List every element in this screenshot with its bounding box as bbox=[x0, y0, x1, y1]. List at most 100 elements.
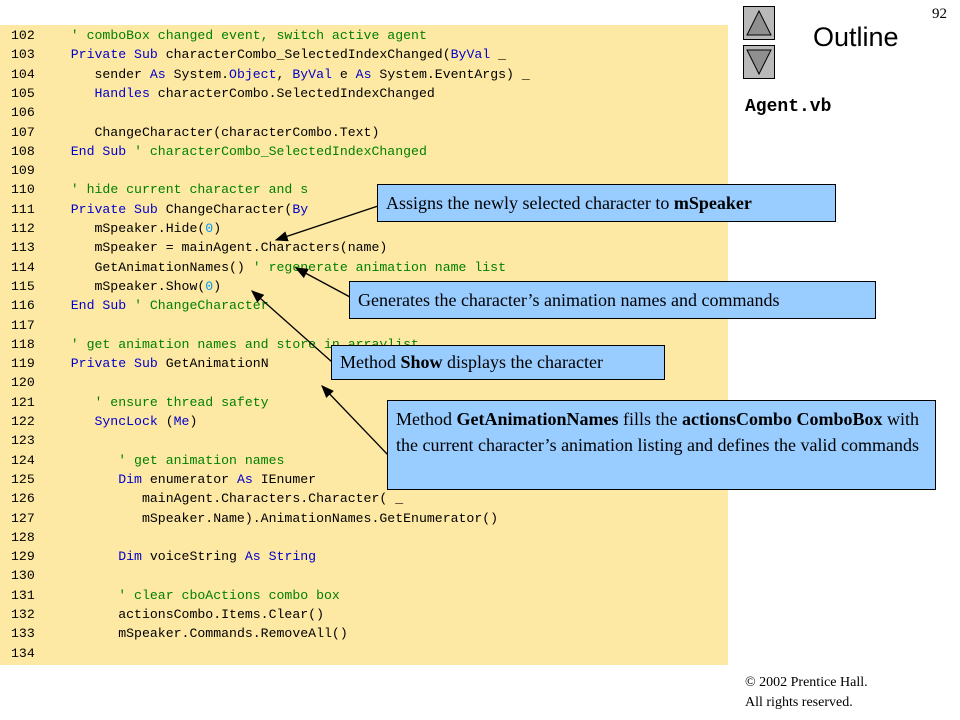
previous-slide-button[interactable] bbox=[743, 6, 775, 40]
line-number: 111 bbox=[11, 201, 35, 217]
line-number: 133 bbox=[11, 626, 35, 642]
line-number: 105 bbox=[11, 85, 35, 101]
code-token: e bbox=[331, 66, 356, 82]
code-token: characterCombo_SelectedIndexChanged( bbox=[157, 47, 451, 63]
code-token: By bbox=[292, 201, 309, 217]
callout-text: Generates the character’s animation name… bbox=[358, 290, 780, 310]
callout-text: with the current character’s animation l… bbox=[396, 409, 920, 455]
line-number: 108 bbox=[11, 143, 35, 159]
code-token: 0 bbox=[205, 278, 214, 294]
code-token: ) bbox=[213, 221, 222, 236]
line-number: 125 bbox=[11, 471, 35, 487]
code-line: 125 Dim enumerator As IEnumer bbox=[11, 470, 316, 489]
callout-text: Show bbox=[400, 352, 443, 372]
code-token: mSpeaker.Commands.RemoveAll() bbox=[118, 626, 348, 642]
line-number: 114 bbox=[11, 259, 35, 275]
line-number: 130 bbox=[11, 568, 35, 584]
line-number: 106 bbox=[11, 105, 35, 121]
line-number: 120 bbox=[11, 375, 35, 391]
code-token: ChangeCharacter(characterCombo.Text) bbox=[94, 124, 380, 140]
code-line: 105 Handles characterCombo.SelectedIndex… bbox=[11, 84, 435, 103]
callout-text: displays the character bbox=[442, 352, 603, 372]
code-token: As bbox=[236, 471, 253, 487]
code-token: Handles bbox=[94, 85, 150, 101]
code-line: 128 bbox=[11, 528, 47, 547]
line-number: 118 bbox=[11, 336, 35, 352]
file-name: Agent.vb bbox=[745, 97, 832, 117]
code-line: 106 bbox=[11, 103, 47, 122]
code-token: Private Sub bbox=[70, 201, 158, 217]
code-line: 124 ' get animation names bbox=[11, 451, 284, 470]
triangle-up-icon bbox=[746, 9, 772, 36]
next-slide-button[interactable] bbox=[743, 45, 775, 79]
code-token: ' ensure thread safety bbox=[94, 394, 269, 410]
line-number: 112 bbox=[11, 221, 35, 236]
code-line: 132 actionsCombo.Items.Clear() bbox=[11, 605, 324, 624]
callout-text: Assigns the newly selected character to bbox=[386, 193, 674, 213]
code-line: 103 Private Sub characterCombo_SelectedI… bbox=[11, 45, 506, 64]
callout-show-method: Method Show displays the character bbox=[331, 345, 665, 380]
line-number: 131 bbox=[11, 587, 35, 603]
line-number: 132 bbox=[11, 607, 35, 622]
triangle-down-icon bbox=[746, 49, 772, 76]
code-token: As bbox=[355, 66, 372, 82]
code-line: 119 Private Sub GetAnimationN bbox=[11, 354, 269, 373]
code-line: 117 bbox=[11, 316, 47, 335]
line-number: 119 bbox=[11, 356, 35, 372]
line-number: 121 bbox=[11, 394, 35, 410]
code-token: Me bbox=[173, 414, 190, 429]
copyright: © 2002 Prentice Hall. All rights reserve… bbox=[745, 673, 868, 713]
code-line: 110 ' hide current character and s bbox=[11, 180, 308, 199]
code-line: 129 Dim voiceString As String bbox=[11, 547, 316, 566]
code-token: 0 bbox=[205, 221, 214, 236]
code-line: 116 End Sub ' ChangeCharacter bbox=[11, 296, 269, 315]
code-token: ' get animation names bbox=[118, 452, 285, 468]
code-token: voiceString bbox=[141, 549, 245, 565]
code-line: 120 bbox=[11, 373, 47, 392]
line-number: 116 bbox=[11, 298, 35, 314]
code-token: ChangeCharacter( bbox=[157, 201, 293, 217]
code-token: As bbox=[149, 66, 166, 82]
code-token: Dim bbox=[118, 471, 142, 487]
code-token: IEnumer bbox=[252, 471, 317, 487]
code-token: mSpeaker = mainAgent.Characters(name) bbox=[94, 240, 388, 256]
code-token: mSpeaker.Name).AnimationNames.GetEnumera… bbox=[141, 510, 499, 526]
arrow-show bbox=[251, 290, 333, 363]
code-line: 104 sender As System.Object, ByVal e As … bbox=[11, 65, 530, 84]
code-token: ' comboBox changed event, switch active … bbox=[70, 28, 427, 43]
code-token: System.EventArgs) _ bbox=[371, 66, 530, 82]
callout-getanimationnames-method: Method GetAnimationNames fills the actio… bbox=[387, 400, 936, 490]
code-token: End Sub bbox=[70, 143, 127, 159]
code-token: Dim bbox=[118, 549, 142, 565]
line-number: 122 bbox=[11, 414, 35, 429]
code-token: actionsCombo.Items.Clear() bbox=[118, 607, 324, 622]
line-number: 104 bbox=[11, 66, 35, 82]
line-number: 103 bbox=[11, 47, 35, 63]
code-token: Private Sub bbox=[70, 356, 158, 372]
code-token: SyncLock bbox=[94, 414, 158, 429]
line-number: 134 bbox=[11, 645, 35, 661]
code-line: 109 bbox=[11, 161, 47, 180]
code-token: System. bbox=[165, 66, 230, 82]
code-token: mainAgent.Characters.Character( _ bbox=[141, 491, 404, 507]
code-token: mSpeaker.Hide( bbox=[94, 221, 206, 236]
code-token: ' ChangeCharacter bbox=[126, 298, 269, 314]
code-line: 130 bbox=[11, 566, 47, 585]
code-token: Private Sub bbox=[70, 47, 158, 63]
arrow-mspeaker bbox=[274, 205, 379, 242]
code-token: ByVal bbox=[450, 47, 491, 63]
code-line: 108 End Sub ' characterCombo_SelectedInd… bbox=[11, 142, 427, 161]
code-token: GetAnimationNames() bbox=[94, 259, 253, 275]
code-token: ) bbox=[213, 278, 222, 294]
line-number: 102 bbox=[11, 28, 35, 43]
page-number: 92 bbox=[932, 6, 947, 22]
arrow-getanimationnames bbox=[294, 267, 351, 298]
code-line: 134 bbox=[11, 644, 47, 663]
line-number: 109 bbox=[11, 163, 35, 179]
code-token: ) bbox=[189, 414, 198, 429]
code-token: End Sub bbox=[70, 298, 127, 314]
code-line: 133 mSpeaker.Commands.RemoveAll() bbox=[11, 624, 348, 643]
code-token: mSpeaker.Show( bbox=[94, 278, 206, 294]
line-number: 127 bbox=[11, 510, 35, 526]
